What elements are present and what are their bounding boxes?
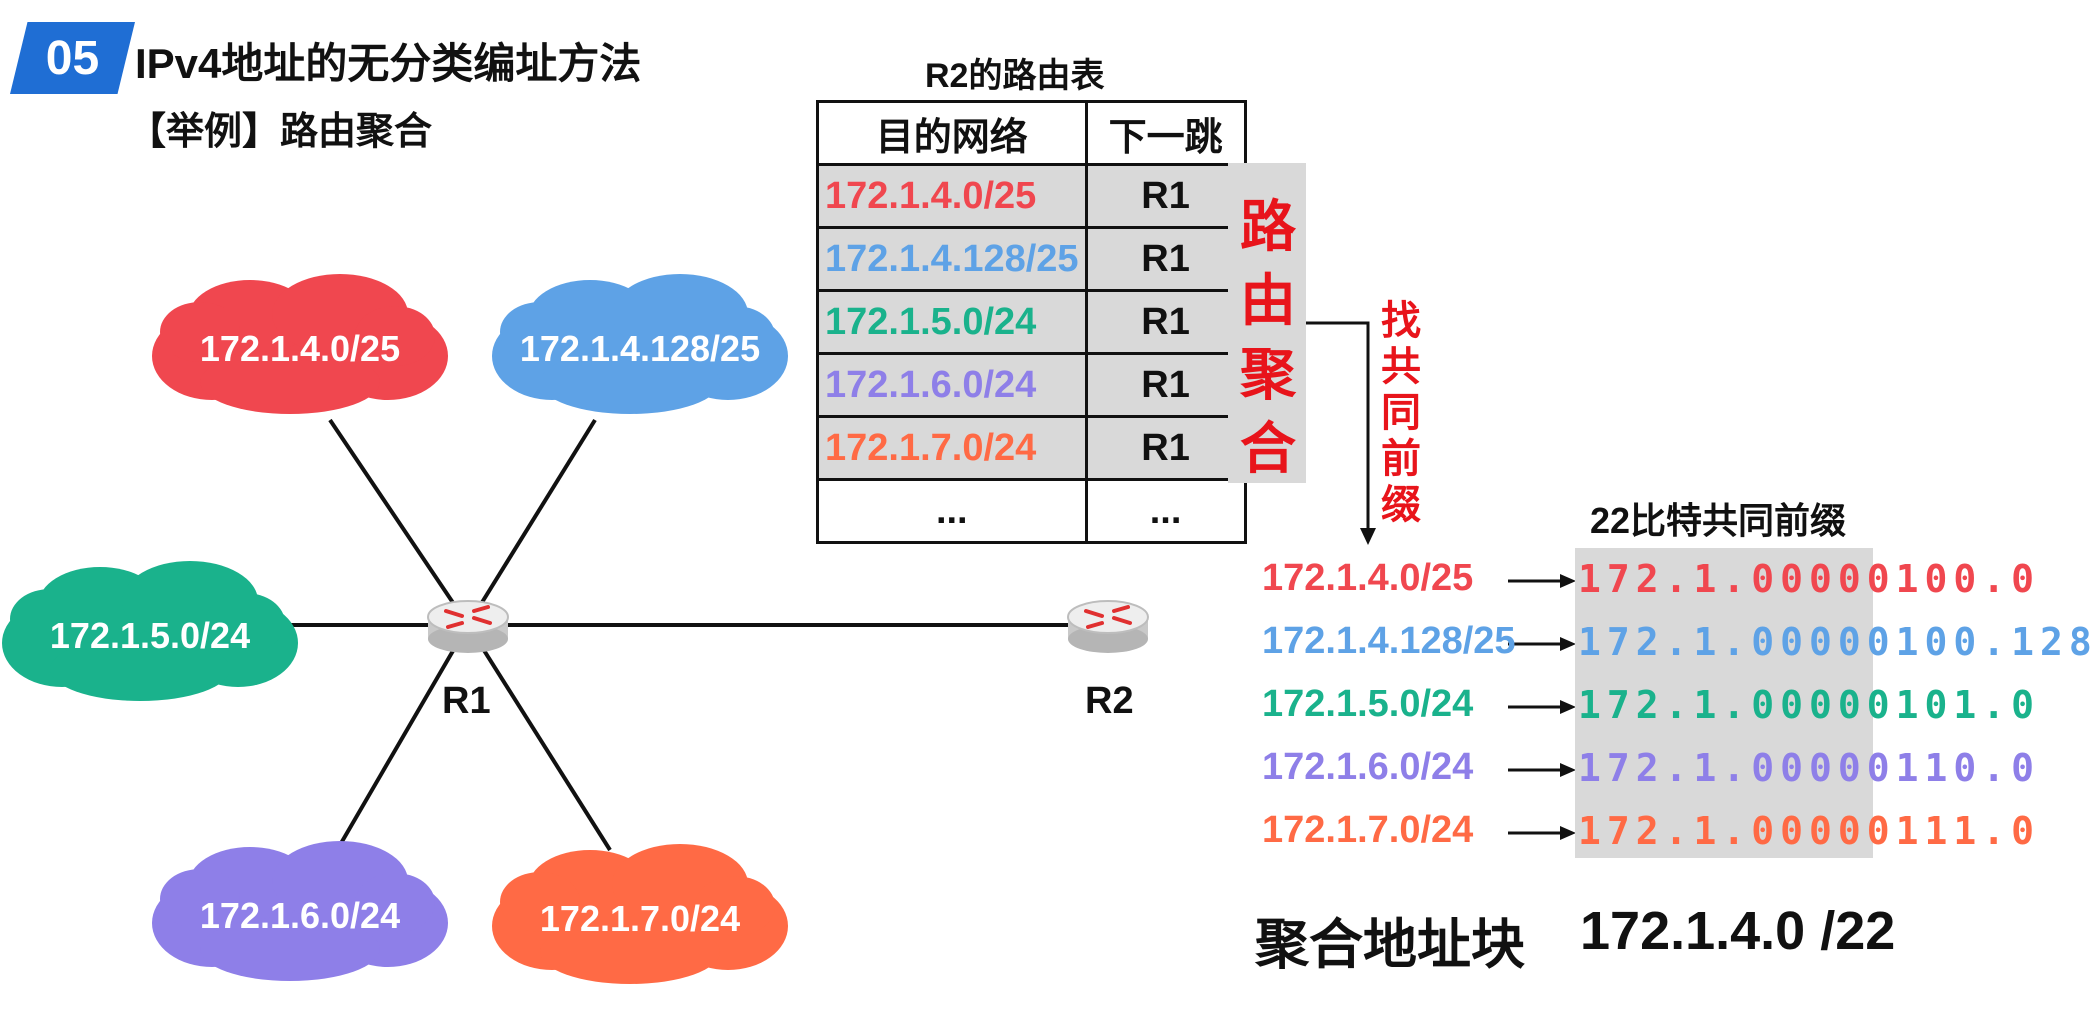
cloud-network-3: 172.1.5.0/24 bbox=[2, 561, 298, 701]
find-prefix-label: 找共同前缀 bbox=[1381, 299, 1421, 527]
page-title: IPv4地址的无分类编址方法 bbox=[135, 40, 642, 87]
row-next-hop: ... bbox=[1084, 478, 1247, 544]
routing-table-header-row: 目的网络 下一跳 bbox=[816, 100, 1247, 166]
binary-row-binary: 172.1.00000100.128 bbox=[1578, 620, 2098, 664]
binary-row-network: 172.1.4.0/25 bbox=[1262, 557, 1474, 599]
cloud-network-label: 172.1.4.0/25 bbox=[200, 328, 400, 369]
cloud-network-label: 172.1.6.0/24 bbox=[200, 895, 400, 936]
binary-row-binary: 172.1.00000111.0 bbox=[1578, 809, 2041, 853]
row-arrow-head bbox=[1560, 700, 1576, 714]
row-next-hop: R1 bbox=[1084, 415, 1247, 481]
link-r1-net1 bbox=[328, 418, 470, 627]
row-destination: ... bbox=[816, 478, 1088, 544]
table-row: 172.1.4.0/25 R1 bbox=[816, 163, 1247, 229]
common-prefix-highlight bbox=[1575, 548, 1873, 858]
section-number-badge: 05 bbox=[10, 22, 135, 94]
row-destination: 172.1.7.0/24 bbox=[816, 415, 1088, 481]
cloud-network-4: 172.1.6.0/24 bbox=[152, 841, 448, 981]
table-row: 172.1.5.0/24 R1 bbox=[816, 289, 1247, 355]
aggregated-block-label: 聚合地址块 bbox=[1255, 915, 1525, 975]
row-next-hop: R1 bbox=[1084, 289, 1247, 355]
binary-row-binary: 172.1.00000101.0 bbox=[1578, 683, 2041, 727]
row-destination: 172.1.5.0/24 bbox=[816, 289, 1088, 355]
binary-row-network: 172.1.6.0/24 bbox=[1262, 746, 1474, 788]
binary-row-network: 172.1.4.128/25 bbox=[1262, 620, 1516, 662]
cloud-network-label: 172.1.7.0/24 bbox=[540, 898, 740, 939]
header-destination: 目的网络 bbox=[816, 100, 1088, 166]
binary-row-binary: 172.1.00000100.0 bbox=[1578, 557, 2041, 601]
network-diagram: 172.1.4.0/25 172.1.4.128/25 172.1.5.0/24… bbox=[2, 274, 1576, 984]
find-prefix-connector bbox=[1306, 321, 1376, 545]
link-r1-net2 bbox=[466, 418, 597, 627]
cloud-network-2: 172.1.4.128/25 bbox=[492, 274, 788, 414]
routing-table-title: R2的路由表 bbox=[925, 57, 1105, 95]
link-r1-net5 bbox=[466, 623, 612, 852]
row-arrow-head bbox=[1560, 763, 1576, 777]
row-arrow-head bbox=[1560, 574, 1576, 588]
aggregation-highlight bbox=[1228, 163, 1306, 483]
routing-table: 目的网络 下一跳 172.1.4.0/25 R1 172.1.4.128/25 … bbox=[816, 100, 1247, 544]
row-arrows bbox=[1508, 574, 1576, 840]
aggregated-block-value: 172.1.4.0 /22 bbox=[1580, 901, 1896, 961]
row-destination: 172.1.4.0/25 bbox=[816, 163, 1088, 229]
row-next-hop: R1 bbox=[1084, 352, 1247, 418]
table-row: 172.1.4.128/25 R1 bbox=[816, 226, 1247, 292]
row-arrow-head bbox=[1560, 826, 1576, 840]
row-arrow-head bbox=[1560, 637, 1576, 651]
cloud-network-label: 172.1.4.128/25 bbox=[520, 328, 760, 369]
link-r1-net4 bbox=[338, 623, 470, 847]
table-row: ... ... bbox=[816, 478, 1247, 544]
page-subtitle: 【举例】路由聚合 bbox=[128, 111, 433, 153]
table-row: 172.1.7.0/24 R1 bbox=[816, 415, 1247, 481]
router-r2-icon bbox=[1067, 600, 1149, 653]
row-next-hop: R1 bbox=[1084, 226, 1247, 292]
table-row: 172.1.6.0/24 R1 bbox=[816, 352, 1247, 418]
row-destination: 172.1.6.0/24 bbox=[816, 352, 1088, 418]
router-r1-icon bbox=[427, 600, 509, 653]
header-next-hop: 下一跳 bbox=[1084, 100, 1247, 166]
row-next-hop: R1 bbox=[1084, 163, 1247, 229]
common-prefix-title: 22比特共同前缀 bbox=[1590, 500, 1847, 541]
cloud-network-5: 172.1.7.0/24 bbox=[492, 844, 788, 984]
row-destination: 172.1.4.128/25 bbox=[816, 226, 1088, 292]
cloud-network-label: 172.1.5.0/24 bbox=[50, 615, 250, 656]
binary-row-network: 172.1.7.0/24 bbox=[1262, 809, 1474, 851]
router-r1-label: R1 bbox=[442, 680, 491, 722]
aggregation-label: 路由聚合 bbox=[1240, 195, 1296, 480]
router-r2-label: R2 bbox=[1085, 680, 1134, 722]
binary-row-binary: 172.1.00000110.0 bbox=[1578, 746, 2041, 790]
cloud-network-1: 172.1.4.0/25 bbox=[152, 274, 448, 414]
binary-row-network: 172.1.5.0/24 bbox=[1262, 683, 1474, 725]
